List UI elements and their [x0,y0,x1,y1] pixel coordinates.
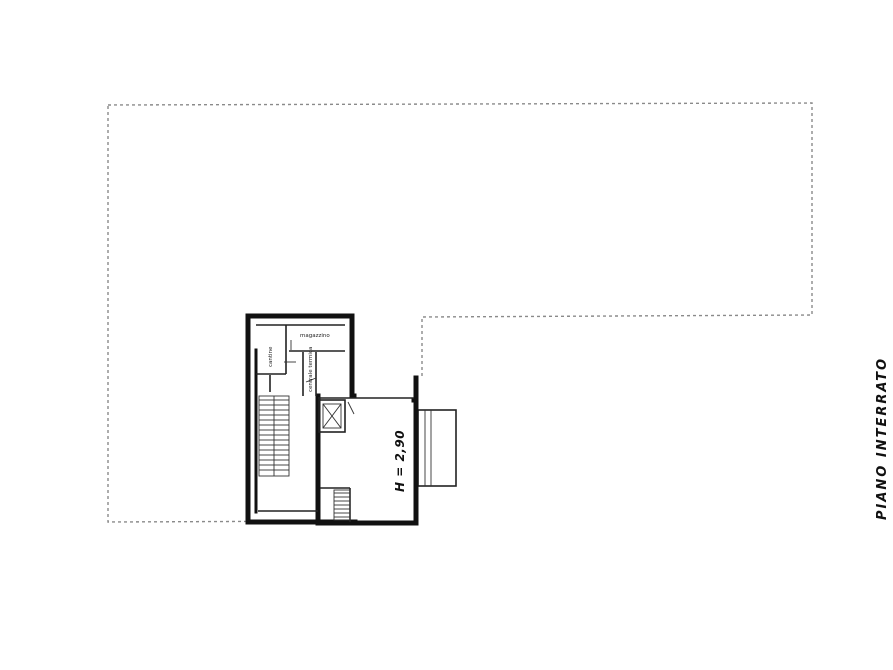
staircase-small [333,489,351,521]
height-label: H = 2,90 [393,430,407,492]
lift-shaft [318,399,355,433]
room-label-cantine: cantine [268,346,274,367]
staircase-main [258,395,290,477]
room-label-magazzino: magazzino [300,333,330,339]
partitions [256,324,414,522]
plan-title: PIANO INTERRATO [875,357,890,520]
room-label-centrale-termica: centrale termica [308,347,314,392]
footprint-outline [107,102,813,523]
walls [245,313,419,526]
lightwell [417,409,457,487]
